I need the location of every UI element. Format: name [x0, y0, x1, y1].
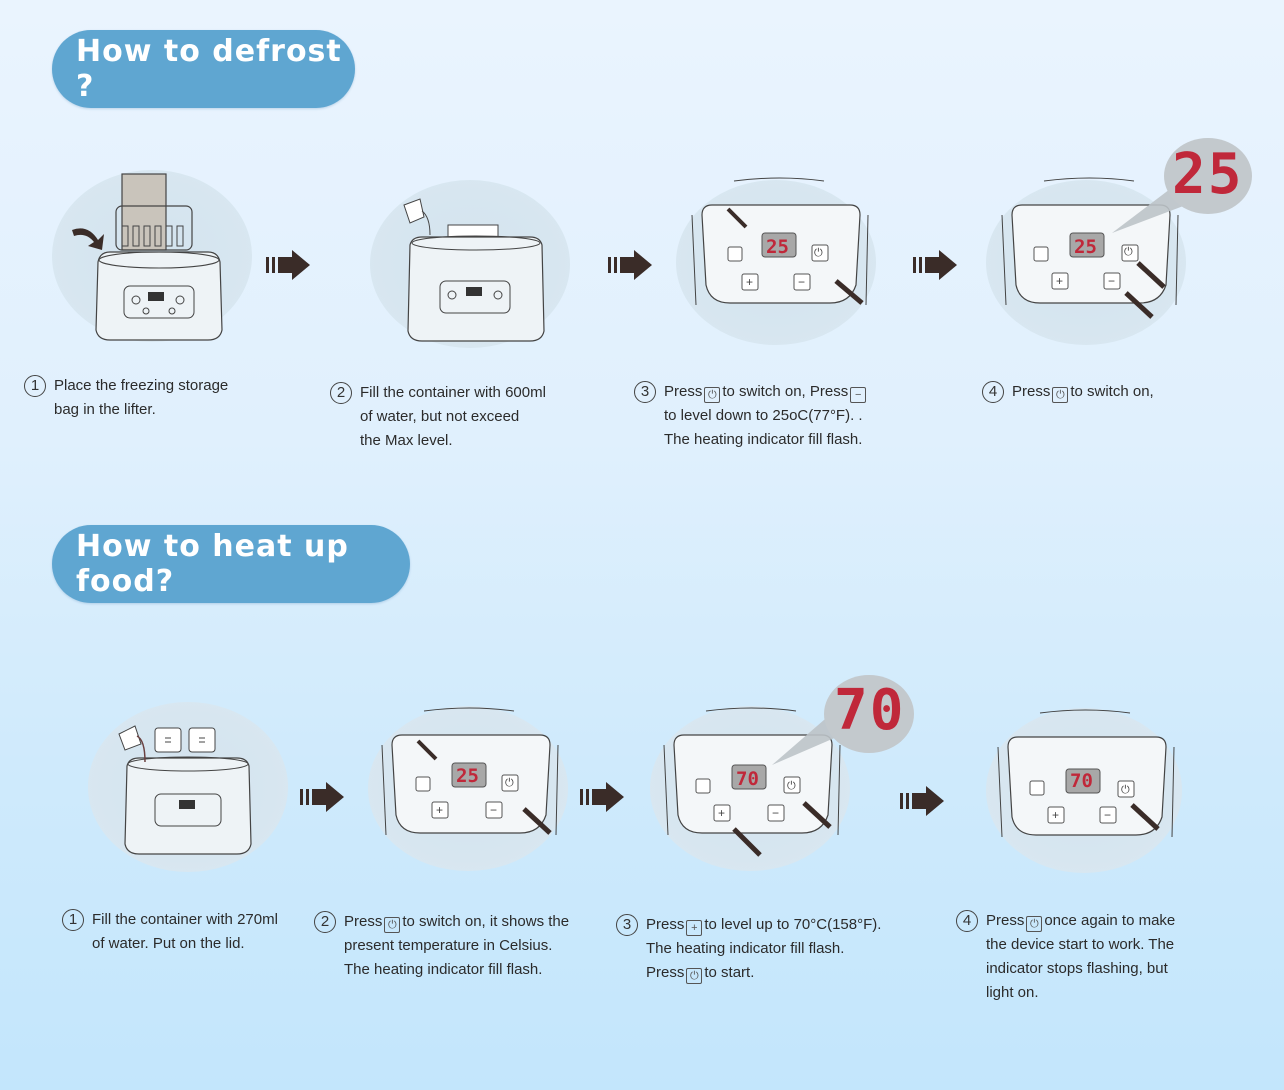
defrost-step-4: 4 Press⏻to switch on,	[982, 380, 1154, 404]
temperature-display-zoom: 70	[834, 678, 906, 743]
step-text: the Max level.	[360, 432, 453, 449]
step-number: 2	[330, 382, 352, 404]
temperature-display: 70	[1070, 770, 1093, 792]
section-title-heat-food: How to heat up food?	[52, 525, 410, 603]
power-icon: ⏻	[686, 968, 703, 984]
step-text: Press+to level up to 70°C(158°F).	[646, 913, 881, 937]
minus-button[interactable]: −	[1104, 808, 1112, 822]
step-text: Press⏻to start.	[646, 961, 881, 985]
step-text-part: to switch on, Press	[722, 383, 849, 400]
step-text: Press⏻to switch on, it shows the	[344, 910, 569, 934]
step-number: 1	[62, 909, 84, 931]
plus-icon: +	[686, 920, 703, 936]
temperature-display-zoom: 25	[1172, 142, 1244, 207]
minus-button[interactable]: −	[1108, 274, 1116, 288]
arrow-right-icon	[580, 782, 624, 812]
heat-step-2: 2 Press⏻to switch on, it shows the prese…	[314, 910, 569, 982]
control-panel-icon	[691, 177, 869, 306]
arrow-right-icon	[913, 250, 957, 280]
power-icon: ⏻	[1052, 387, 1069, 403]
minus-button[interactable]: −	[798, 275, 806, 289]
step-text: Press⏻to switch on, Press−	[664, 380, 868, 404]
control-panel-icon	[381, 707, 559, 836]
step-text: the device start to work. The	[986, 936, 1175, 953]
step-text-part: Press	[646, 916, 685, 933]
plus-button[interactable]: +	[1052, 808, 1060, 822]
step-text: The heating indicator fill flash.	[664, 431, 863, 448]
power-icon: ⏻	[384, 917, 401, 933]
minus-button[interactable]: −	[772, 806, 780, 820]
step-number: 4	[956, 910, 978, 932]
step-text: indicator stops flashing, but	[986, 960, 1168, 977]
step-text-part: to switch on, it shows the	[402, 913, 570, 930]
step-text-part: Press	[664, 383, 703, 400]
defrost-step-1: 1 Place the freezing storage bag in the …	[24, 374, 228, 422]
control-panel-icon	[663, 707, 846, 857]
temperature-display: 25	[456, 765, 479, 787]
step-text-part: Press	[1012, 383, 1051, 400]
step-text: Place the freezing storage	[54, 377, 229, 394]
defrost-step-3: 3 Press⏻to switch on, Press− to level do…	[634, 380, 868, 452]
step-text: The heating indicator fill flash.	[646, 940, 845, 957]
step-text: The heating indicator fill flash.	[344, 961, 543, 978]
step-text: Press⏻to switch on,	[1012, 380, 1154, 404]
section-title-defrost: How to defrost ?	[52, 30, 355, 108]
step-text-part: Press	[646, 964, 685, 981]
step-text-part: to level up to 70°C(158°F).	[704, 916, 882, 933]
step-text: Press⏻once again to make	[986, 909, 1175, 933]
minus-button[interactable]: −	[490, 803, 498, 817]
plus-button[interactable]: +	[436, 803, 444, 817]
arrow-right-icon	[900, 786, 944, 816]
step-number: 3	[634, 381, 656, 403]
step-number: 3	[616, 914, 638, 936]
heat-step-4: 4 Press⏻once again to make the device st…	[956, 909, 1175, 1005]
warmer-filling-water-icon	[403, 198, 545, 342]
step-text-part: once again to make	[1044, 912, 1176, 929]
step-text: present temperature in Celsius.	[344, 937, 553, 954]
warmer-with-lifter-icon	[72, 173, 223, 341]
step-text: of water. Put on the lid.	[92, 935, 245, 952]
arrow-right-icon	[266, 250, 310, 280]
temperature-display: 25	[1074, 236, 1097, 258]
step-text: Fill the container with 270ml	[92, 911, 278, 928]
defrost-step-2: 2 Fill the container with 600ml of water…	[330, 381, 546, 453]
heat-step-3: 3 Press+to level up to 70°C(158°F). The …	[616, 913, 881, 985]
temperature-display: 25	[766, 236, 789, 258]
warmer-with-jars-icon	[118, 725, 252, 855]
minus-icon: −	[850, 387, 867, 403]
zoom-bubble	[824, 675, 914, 753]
power-button[interactable]: ⏻	[1121, 784, 1130, 796]
plus-button[interactable]: +	[746, 275, 754, 289]
step-text-part: Press	[986, 912, 1025, 929]
step-text: Fill the container with 600ml	[360, 384, 546, 401]
power-icon: ⏻	[704, 387, 721, 403]
step-text: light on.	[986, 984, 1039, 1001]
step-text: bag in the lifter.	[54, 401, 156, 418]
step-text-part: Press	[344, 913, 383, 930]
arrow-right-icon	[300, 782, 344, 812]
step-number: 1	[24, 375, 46, 397]
power-button[interactable]: ⏻	[814, 247, 823, 259]
power-button[interactable]: ⏻	[787, 780, 796, 792]
step-text: of water, but not exceed	[360, 408, 520, 425]
zoom-bubble	[1164, 138, 1252, 214]
step-text-part: to start.	[704, 964, 755, 981]
power-icon: ⏻	[1026, 916, 1043, 932]
step-text: to level down to 25oC(77°F). .	[664, 407, 863, 424]
step-number: 4	[982, 381, 1004, 403]
plus-button[interactable]: +	[1056, 274, 1064, 288]
power-button[interactable]: ⏻	[505, 777, 514, 789]
arrow-right-icon	[608, 250, 652, 280]
temperature-display: 70	[736, 768, 759, 790]
control-panel-icon	[1001, 177, 1186, 319]
heat-step-1: 1 Fill the container with 270ml of water…	[62, 908, 278, 956]
step-number: 2	[314, 911, 336, 933]
step-text-part: to switch on,	[1070, 383, 1154, 400]
power-button[interactable]: ⏻	[1124, 246, 1133, 258]
plus-button[interactable]: +	[718, 806, 726, 820]
control-panel-icon	[997, 709, 1175, 838]
